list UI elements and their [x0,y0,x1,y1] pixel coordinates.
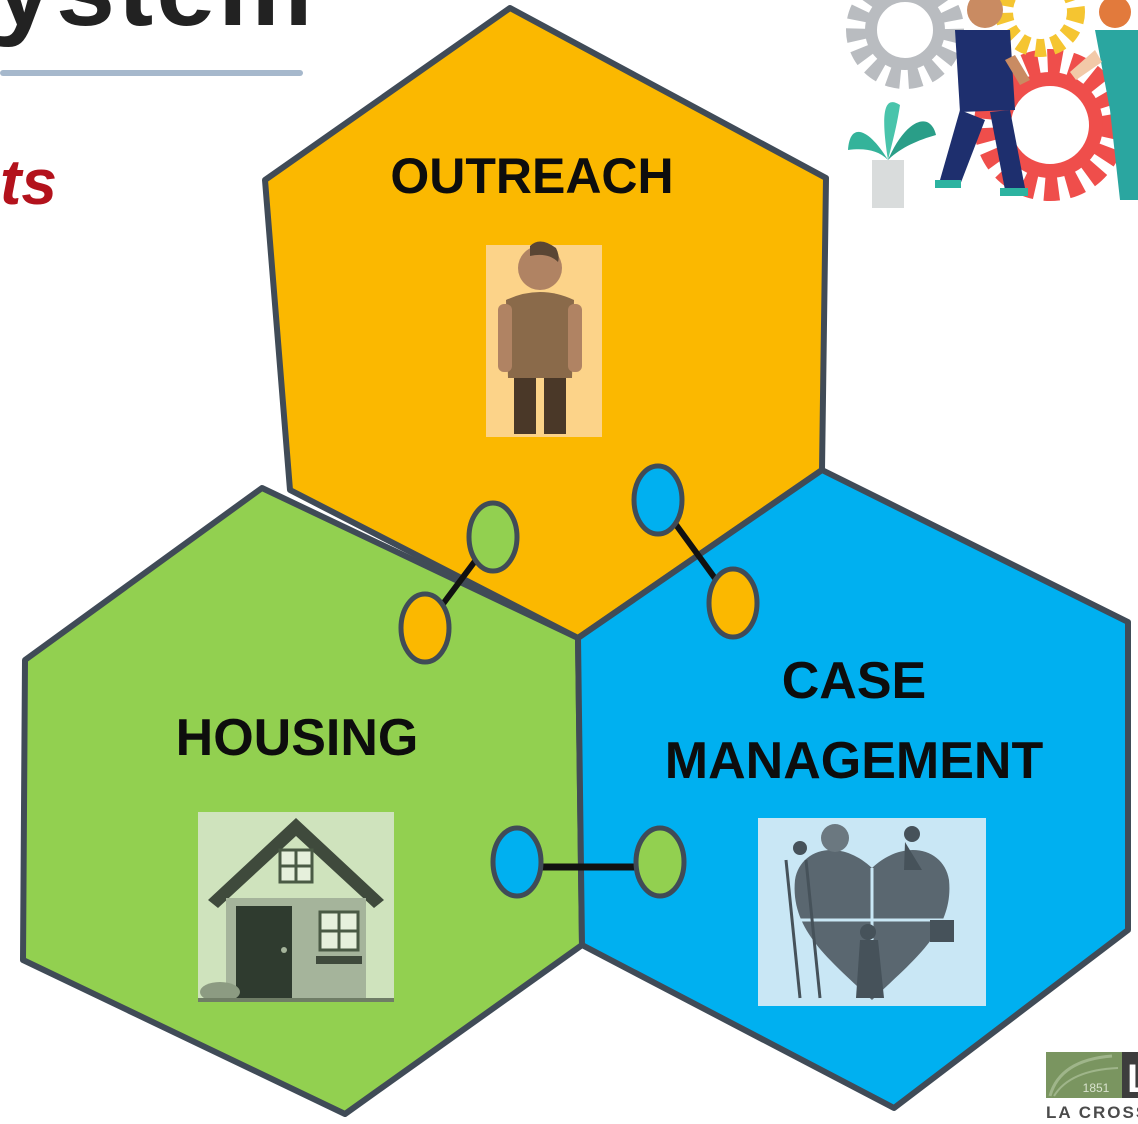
hexagon-case-management-label-line-1: CASE [782,652,926,710]
logo-letter: L [1127,1057,1138,1101]
heart-puzzle-team-icon [758,818,986,1006]
potted-plant-icon [848,102,936,208]
yellow-gear-icon [995,0,1085,57]
man-figure-icon [935,0,1030,196]
subtitle-fragment: ts [0,146,57,218]
logo-year: 1851 [1083,1081,1110,1095]
house-icon [198,812,394,1002]
title-underline [0,70,303,76]
hexagon-case-management-label-line-2: MANAGEMENT [665,732,1044,790]
connector-node-blue [490,825,544,899]
woman-figure-icon [1070,0,1138,200]
connector-outreach-housing [398,500,520,665]
connector-node-green [466,500,520,574]
person-icon [486,241,602,437]
connector-node-yellow [706,566,760,640]
slide-title-fragment: ystem [0,0,315,42]
hexagon-housing-label: HOUSING [176,709,419,767]
la-crosse-logo: 1851 L LA CROSSE [1046,1052,1138,1122]
connector-housing-case-management [490,825,687,899]
hexagon-outreach-label: OUTREACH [390,148,673,204]
people-with-gears-illustration [846,0,1138,208]
connector-outreach-case-management [631,463,760,640]
connector-node-green [633,825,687,899]
connector-node-blue [631,463,685,537]
hexagon-outreach: OUTREACH [262,5,829,641]
connector-node-yellow [398,591,452,665]
grey-gear-icon [846,0,964,89]
logo-caption: LA CROSSE [1046,1103,1138,1122]
